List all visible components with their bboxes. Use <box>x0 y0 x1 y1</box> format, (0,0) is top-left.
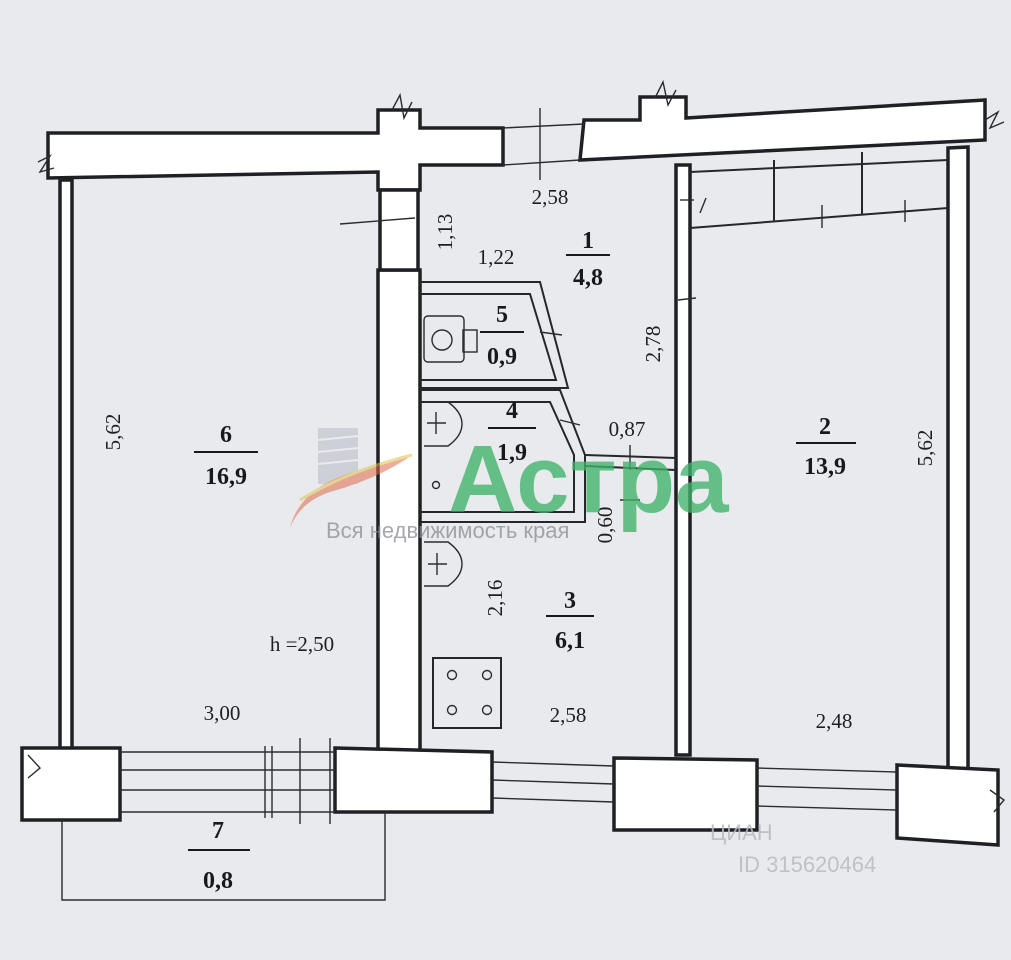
room-area: 16,9 <box>205 464 247 490</box>
dim-passage-length: 1,13 <box>433 214 457 251</box>
room-area: 1,9 <box>497 440 527 466</box>
dimension-lines <box>27 79 1006 813</box>
room-area: 0,8 <box>203 868 233 894</box>
dim-room2-length: 5,62 <box>913 430 937 467</box>
dim-hall-width: 2,58 <box>532 185 569 209</box>
room-area: 6,1 <box>555 628 585 654</box>
stamp-id: ID 315620464 <box>738 852 876 877</box>
room-label-7: 7 0,8 <box>188 818 250 894</box>
walls <box>20 95 1000 901</box>
toilet-icon <box>423 315 478 363</box>
dim-bath-width: 0,87 <box>609 417 646 441</box>
room-number: 5 <box>496 302 508 328</box>
room-label-5: 5 0,9 <box>480 302 524 370</box>
bathtub-drain-icon <box>431 480 441 490</box>
room-label-4: 4 1,9 <box>488 398 536 466</box>
dim-hall-depth: 2,78 <box>641 326 665 363</box>
room-number: 1 <box>582 228 594 254</box>
stove-icon <box>432 657 502 729</box>
room-label-2: 2 13,9 <box>796 414 856 480</box>
kitchen-sink-icon <box>424 541 463 587</box>
dim-room2-width: 2,48 <box>816 709 853 733</box>
dim-bath-wall: 0,60 <box>593 507 617 544</box>
room-area: 4,8 <box>573 265 603 291</box>
cian-stamp: ЦИАН ID 315620464 <box>710 820 876 877</box>
room-area: 13,9 <box>804 454 846 480</box>
dim-kitchen-width: 2,58 <box>550 703 587 727</box>
watermark-brand: Астра <box>448 426 729 533</box>
room-number: 4 <box>506 398 518 424</box>
dim-hall-bath-width: 1,22 <box>478 245 515 269</box>
room-label-6: 6 16,9 <box>194 422 258 490</box>
room-number: 7 <box>212 818 224 844</box>
room-label-3: 3 6,1 <box>546 588 594 654</box>
watermark-tagline: Вся недвижимость края <box>326 518 569 543</box>
room-number: 3 <box>564 588 576 614</box>
room-number: 6 <box>220 422 232 448</box>
dim-room6-length: 5,62 <box>101 414 125 451</box>
dim-kitchen-depth: 2,16 <box>483 580 507 617</box>
dim-room6-width: 3,00 <box>204 701 241 725</box>
watermark: Астра Вся недвижимость края <box>290 426 729 543</box>
room-number: 2 <box>819 414 831 440</box>
room-label-1: 1 4,8 <box>566 228 610 291</box>
ceiling-height: h =2,50 <box>270 632 334 656</box>
stamp-brand: ЦИАН <box>710 820 773 845</box>
sink-icon <box>424 401 463 447</box>
room-area: 0,9 <box>487 344 517 370</box>
building-logo-icon <box>290 428 413 528</box>
